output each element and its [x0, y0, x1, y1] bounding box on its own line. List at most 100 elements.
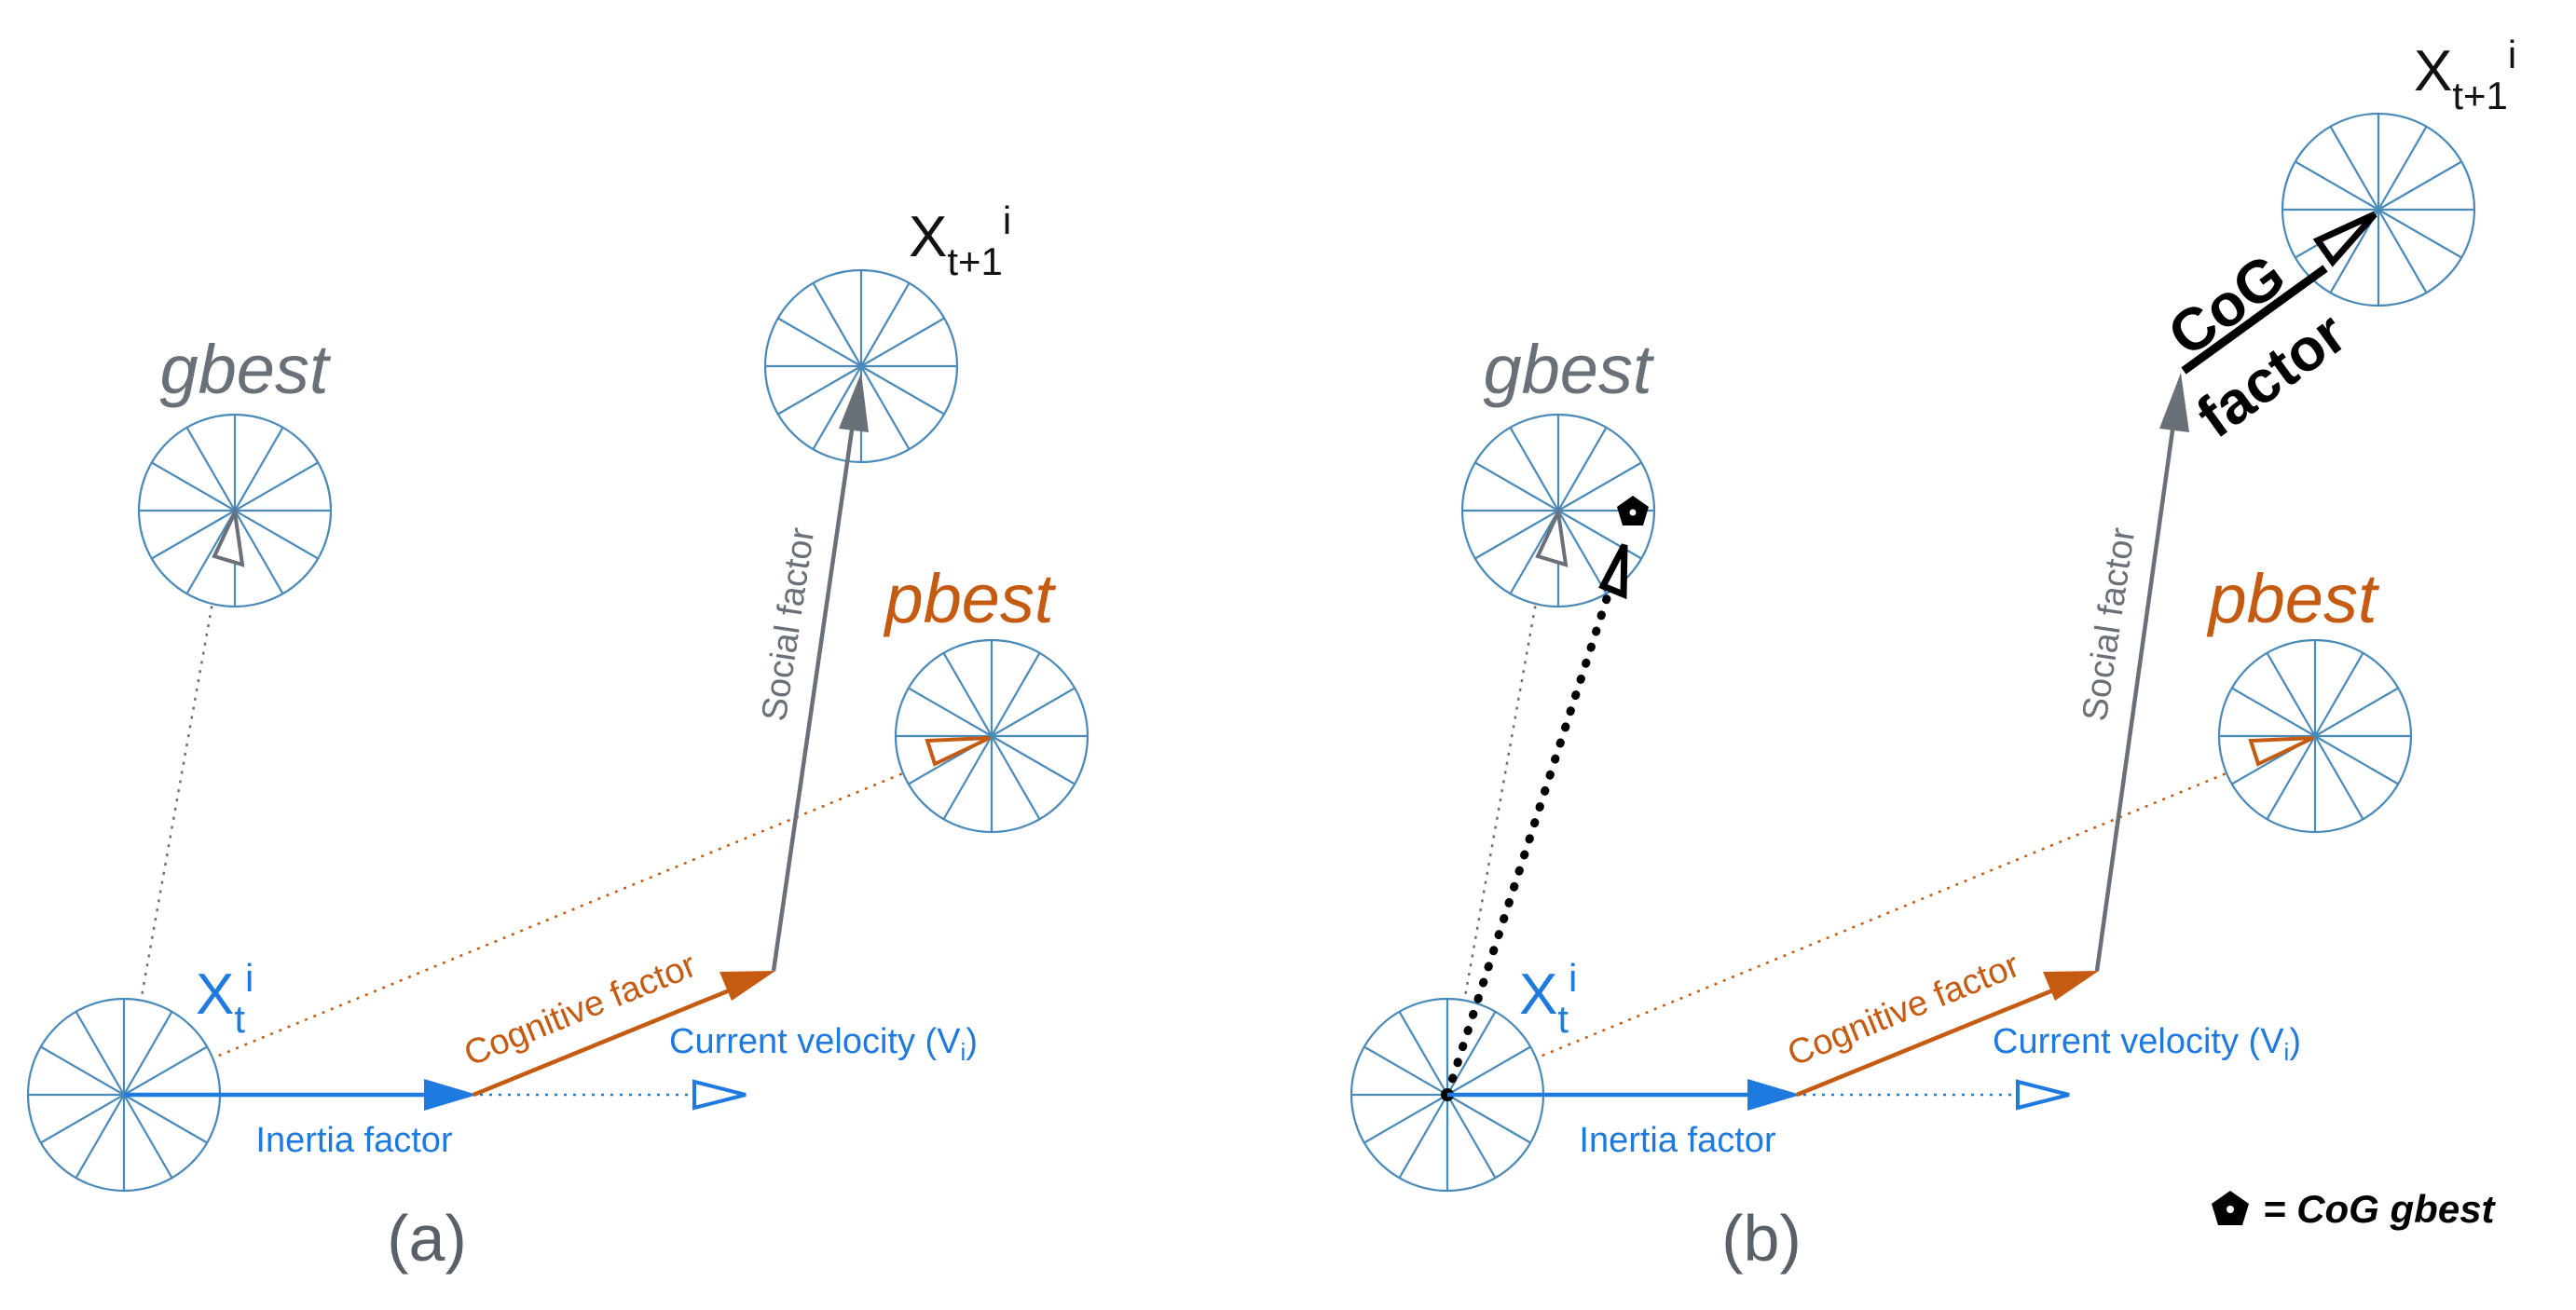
wheel-pbest	[2217, 638, 2413, 834]
wheel-spoke	[1446, 1094, 1497, 1179]
wheel-spoke	[942, 735, 993, 820]
hollow-arrowhead-gbest	[1535, 506, 1569, 567]
wheel-spoke	[2329, 126, 2379, 211]
wheel-spoke	[2266, 735, 2316, 820]
legend: = CoG gbest	[2212, 1187, 2497, 1231]
inertia-label: Inertia factor	[1579, 1121, 1776, 1160]
wheel-spoke	[1509, 427, 1559, 512]
wheel-spoke	[777, 365, 862, 416]
wheel-spoke	[991, 687, 1076, 737]
wheel-spoke	[151, 461, 236, 512]
wheel-spoke	[860, 365, 945, 416]
wheel-spoke	[860, 317, 945, 367]
cog-gbest-arrowhead	[1598, 543, 1628, 600]
wheel-spoke	[1446, 1045, 1531, 1096]
social-vector	[771, 423, 856, 972]
wheel-spoke	[75, 1011, 125, 1096]
wheel-spoke	[991, 735, 1076, 785]
pentagon-center-dot	[1629, 509, 1637, 516]
wheel-spoke	[1557, 510, 1608, 594]
panel-a-caption: (a)	[387, 1202, 467, 1275]
hollow-arrowhead-velocity	[692, 1079, 747, 1111]
cognitive-vector	[1796, 987, 2056, 1098]
wheel-spoke	[2314, 735, 2399, 785]
cognitive-label: Cognitive factor	[459, 946, 702, 1074]
wheel-spoke	[75, 1094, 125, 1179]
panel-a: gbest pbest Xt+1i Xti Inertia factor Cog…	[26, 198, 1089, 1275]
wheel-x-next	[763, 268, 959, 464]
wheel-pbest	[894, 638, 1089, 834]
cog-factor-vector	[2181, 265, 2328, 375]
social-arrowhead	[839, 373, 869, 432]
wheel-spoke	[1398, 1011, 1448, 1096]
wheel-spoke	[185, 427, 236, 512]
wheel-spoke	[1474, 461, 1559, 512]
cog-factor-arrowhead	[2312, 211, 2377, 267]
wheel-spoke	[2377, 209, 2462, 259]
pbest-label: pbest	[2206, 560, 2379, 637]
x-current-label: Xti	[1519, 956, 1577, 1041]
pbest-label: pbest	[883, 560, 1056, 637]
gbest-label: gbest	[159, 331, 331, 408]
wheel-spoke	[908, 687, 993, 737]
wheel-spoke	[123, 1045, 208, 1096]
wheel-spoke	[1363, 1094, 1448, 1144]
wheel-spoke	[1557, 427, 1608, 512]
gbest-label: gbest	[1483, 331, 1654, 408]
wheel-spoke	[123, 1094, 208, 1144]
wheel-spoke	[185, 510, 236, 594]
inertia-arrowhead	[424, 1079, 477, 1111]
wheel-spoke	[991, 735, 1041, 820]
wheel-spoke	[2231, 687, 2316, 737]
legend-pentagon-dot	[2227, 1206, 2234, 1213]
wheel-spoke	[777, 317, 862, 367]
x-current-label: Xti	[196, 956, 253, 1041]
wheel-spoke	[860, 282, 911, 367]
wheel-spoke	[1474, 510, 1559, 560]
wheel-spoke	[2266, 652, 2316, 737]
cognitive-label: Cognitive factor	[1782, 946, 2025, 1074]
cognitive-arrowhead	[719, 971, 775, 1001]
social-label: Social factor	[2076, 525, 2143, 723]
panel-b-caption: (b)	[1721, 1202, 1802, 1275]
wheel-spoke	[942, 652, 993, 737]
wheel-spoke	[1446, 1094, 1531, 1144]
cog-gbest-vector	[1443, 582, 1615, 1099]
inertia-arrowhead	[1747, 1079, 1801, 1111]
wheel-spoke	[812, 365, 862, 450]
inertia-label: Inertia factor	[255, 1121, 453, 1160]
wheel-spoke	[1398, 1094, 1448, 1179]
wheel-spoke	[1363, 1045, 1448, 1096]
wheel-spoke	[812, 282, 862, 367]
wheel-spoke	[234, 510, 319, 560]
wheel-spoke	[2314, 652, 2364, 737]
velocity-label: Current velocity (Vi)	[1993, 1022, 2301, 1066]
wheel-spoke	[2377, 209, 2428, 293]
cognitive-arrowhead	[2043, 971, 2099, 1001]
wheel-spoke	[40, 1094, 125, 1144]
wheel-spoke	[2377, 126, 2428, 211]
wheel-spoke	[234, 510, 284, 594]
social-arrowhead	[2159, 373, 2189, 432]
velocity-label: Current velocity (Vi)	[669, 1022, 978, 1066]
dotted-line-to-pbest	[123, 756, 942, 1097]
wheel-spoke	[2314, 687, 2399, 737]
wheel-spoke	[2295, 160, 2379, 211]
wheel-spoke	[151, 510, 236, 560]
wheel-spoke	[991, 652, 1041, 737]
x-next-label: Xt+1i	[909, 198, 1011, 283]
wheel-spoke	[123, 1094, 173, 1179]
wheel-spoke	[860, 365, 911, 450]
panel-b: gbest pbest Xt+1i Xti Inertia factor Cog…	[1350, 33, 2516, 1275]
hollow-arrowhead-pbest	[925, 736, 991, 767]
wheel-spoke	[2314, 735, 2364, 820]
wheel-spoke	[1557, 461, 1642, 512]
wheel-spoke	[234, 461, 319, 512]
dotted-line-to-pbest	[1446, 756, 2266, 1097]
hollow-arrowhead-pbest	[2248, 736, 2314, 767]
hollow-arrowhead-gbest	[212, 506, 245, 567]
wheel-spoke	[123, 1011, 173, 1096]
wheel-spoke	[40, 1045, 125, 1096]
social-vector	[2094, 423, 2176, 972]
